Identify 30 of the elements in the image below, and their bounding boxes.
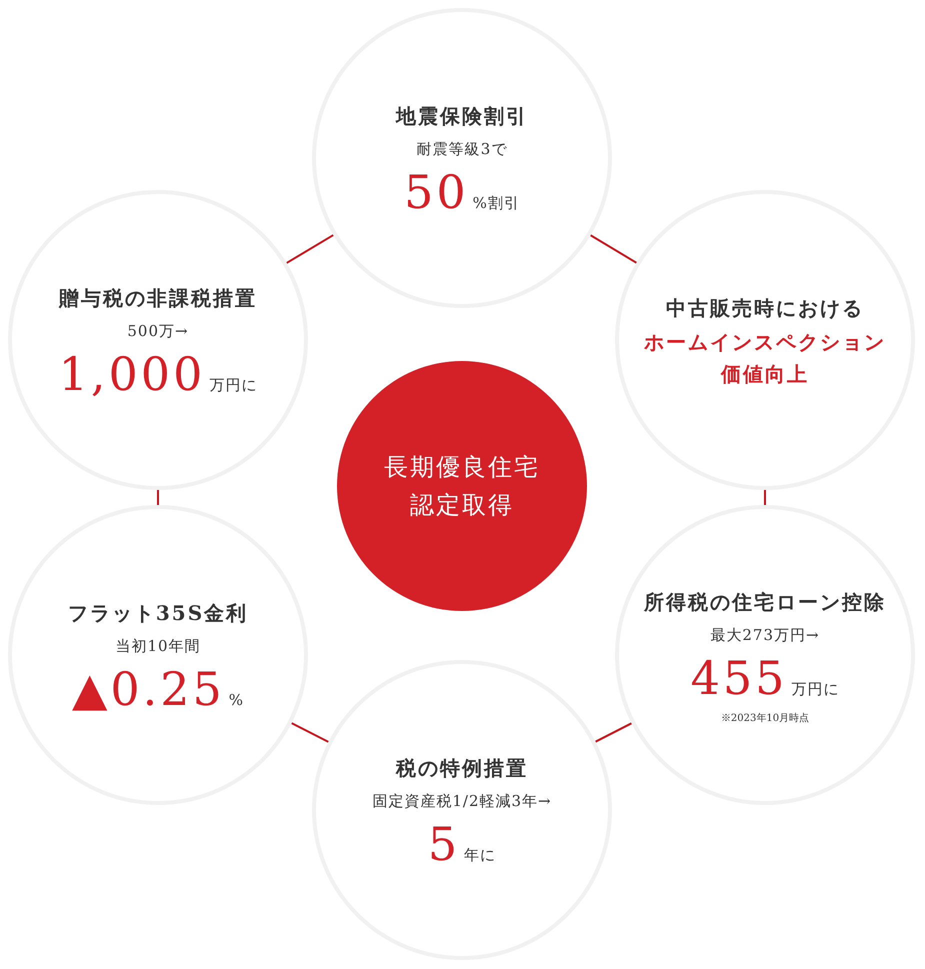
heading-text: 税の特例措置	[396, 754, 528, 782]
center-text: 長期優良住宅認定取得	[383, 452, 541, 521]
connector-line	[590, 234, 637, 264]
unit-text: 万円に	[791, 680, 840, 699]
heading-text: 贈与税の非課税措置	[59, 284, 257, 312]
connector-line	[764, 490, 766, 505]
subtext: 耐震等級3で	[416, 140, 508, 159]
unit-text: %	[228, 690, 244, 709]
heading-text: 地震保険割引	[396, 102, 528, 130]
highlight-number: 455	[690, 652, 788, 704]
connector-line	[291, 722, 329, 743]
subtext: 最大273万円→	[710, 626, 820, 645]
connector-line	[286, 234, 334, 264]
highlight-number: 5	[428, 818, 460, 870]
unit-text: 万円に	[209, 376, 258, 395]
heading-text: 所得税の住宅ローン控除	[644, 588, 886, 616]
highlight-number: 1,000	[58, 348, 206, 400]
connector-line	[595, 722, 632, 743]
highlight-number: ▲0.25	[72, 664, 225, 714]
highlight-number: 50	[404, 166, 469, 218]
unit-text: 年に	[464, 846, 496, 865]
heading-text: フラット35S金利	[68, 600, 248, 627]
highlight-text: ホームインスペクション価値向上	[643, 328, 887, 388]
connector-line	[157, 490, 159, 505]
subtext: 当初10年間	[115, 636, 201, 656]
footnote: ※2023年10月時点	[720, 712, 810, 726]
subtext: 500万→	[127, 322, 189, 341]
unit-text: %割引	[472, 194, 520, 213]
subtext: 固定資産税1/2軽減3年→	[372, 792, 552, 811]
heading-text: 中古販売時における	[666, 294, 864, 322]
